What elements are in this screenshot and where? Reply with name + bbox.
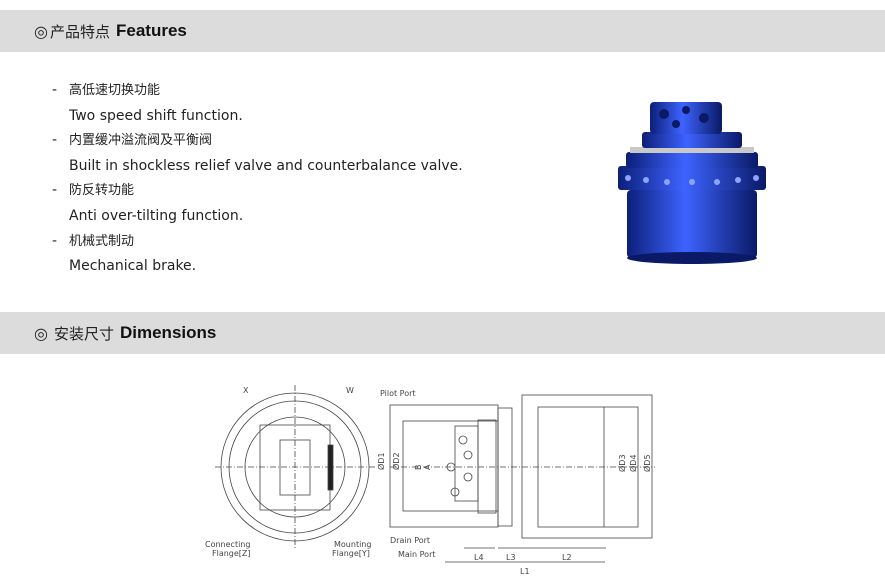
svg-text:Main Port: Main Port xyxy=(398,550,436,559)
feature-item: -高低速切换功能 xyxy=(52,82,161,98)
features-list: -高低速切换功能 Two speed shift function. -内置缓冲… xyxy=(52,78,463,279)
svg-text:B: B xyxy=(414,465,423,471)
svg-text:ØD4: ØD4 xyxy=(628,454,638,472)
feature-item: -机械式制动 xyxy=(52,232,135,249)
feature-item-en: Mechanical brake. xyxy=(69,258,197,275)
svg-text:Mounting: Mounting xyxy=(334,540,371,549)
svg-text:A: A xyxy=(423,464,432,470)
svg-text:ØD2: ØD2 xyxy=(391,452,401,470)
svg-text:L2: L2 xyxy=(562,553,572,562)
svg-text:X: X xyxy=(243,386,249,395)
svg-text:Flange[Y]: Flange[Y] xyxy=(332,549,370,558)
dimensions-header: ◎ 安装尺寸 Dimensions xyxy=(0,312,885,354)
features-title-zh: 产品特点 xyxy=(49,22,110,41)
travel-motor-photo xyxy=(618,102,766,264)
side-view xyxy=(389,394,655,563)
svg-text:ØD3: ØD3 xyxy=(617,454,627,472)
feature-item-en: Built in shockless relief valve and coun… xyxy=(69,157,463,174)
front-view xyxy=(215,385,375,550)
svg-text:Drain Port: Drain Port xyxy=(390,536,430,545)
features-header: ◎ 产品特点 Features xyxy=(0,10,885,52)
svg-text:L4: L4 xyxy=(474,553,484,562)
svg-text:L3: L3 xyxy=(506,553,516,562)
features-title-en: Features xyxy=(115,21,187,40)
dimensions-title-en: Dimensions xyxy=(119,323,217,342)
feature-item: -防反转功能 xyxy=(52,182,135,199)
feature-item-en: Anti over-tilting function. xyxy=(69,207,244,224)
double-circle-icon: ◎ xyxy=(34,323,48,343)
svg-text:Pilot Port: Pilot Port xyxy=(380,389,416,398)
svg-text:L1: L1 xyxy=(520,567,530,576)
dimensions-title-zh: 安装尺寸 xyxy=(53,324,114,343)
dimension-drawing: X W Connecting Flange[Z] Mounting Flange… xyxy=(205,385,655,576)
feature-item: -内置缓冲溢流阀及平衡阀 xyxy=(52,132,213,149)
svg-text:Flange[Z]: Flange[Z] xyxy=(212,549,251,558)
double-circle-icon: ◎ xyxy=(34,21,48,41)
svg-text:ØD5: ØD5 xyxy=(642,454,652,472)
svg-text:ØD1: ØD1 xyxy=(376,452,386,470)
svg-text:W: W xyxy=(346,386,354,395)
svg-text:Connecting: Connecting xyxy=(205,540,250,549)
feature-item-en: Two speed shift function. xyxy=(69,107,243,124)
